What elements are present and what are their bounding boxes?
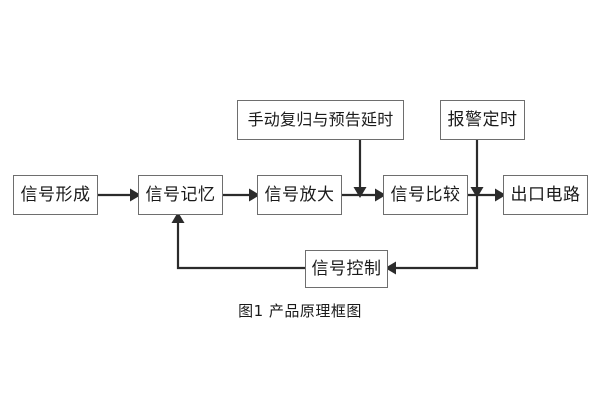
figure-caption: 图1 产品原理框图 [238, 302, 362, 320]
node-signal-control-label: 信号控制 [311, 258, 382, 279]
edge-compare-to-output [468, 188, 506, 202]
node-manual-reset-delay[interactable]: 手动复归与预告延时 [237, 100, 404, 140]
node-manual-reset-delay-label: 手动复归与预告延时 [247, 110, 394, 129]
node-signal-amplify[interactable]: 信号放大 [257, 175, 342, 215]
edge-memory-to-amplify [223, 188, 260, 202]
node-signal-formation[interactable]: 信号形成 [13, 175, 98, 215]
node-signal-control[interactable]: 信号控制 [305, 250, 388, 288]
node-alarm-timer[interactable]: 报警定时 [440, 100, 525, 140]
node-output-circuit[interactable]: 出口电路 [503, 175, 588, 215]
node-alarm-timer-label: 报警定时 [447, 109, 518, 130]
edge-alarm-to-mainline [470, 140, 484, 198]
edge-amplify-to-compare [342, 188, 386, 202]
edge-control-to-memory [171, 212, 305, 270]
edge-formation-to-memory [98, 188, 141, 202]
node-output-circuit-label: 出口电路 [510, 184, 581, 205]
node-signal-amplify-label: 信号放大 [264, 184, 335, 205]
node-signal-memory-label: 信号记忆 [145, 184, 216, 205]
edge-reset-to-compare [353, 140, 367, 198]
node-signal-compare[interactable]: 信号比较 [383, 175, 468, 215]
node-signal-compare-label: 信号比较 [390, 184, 461, 205]
node-signal-formation-label: 信号形成 [20, 184, 91, 205]
node-signal-memory[interactable]: 信号记忆 [138, 175, 223, 215]
